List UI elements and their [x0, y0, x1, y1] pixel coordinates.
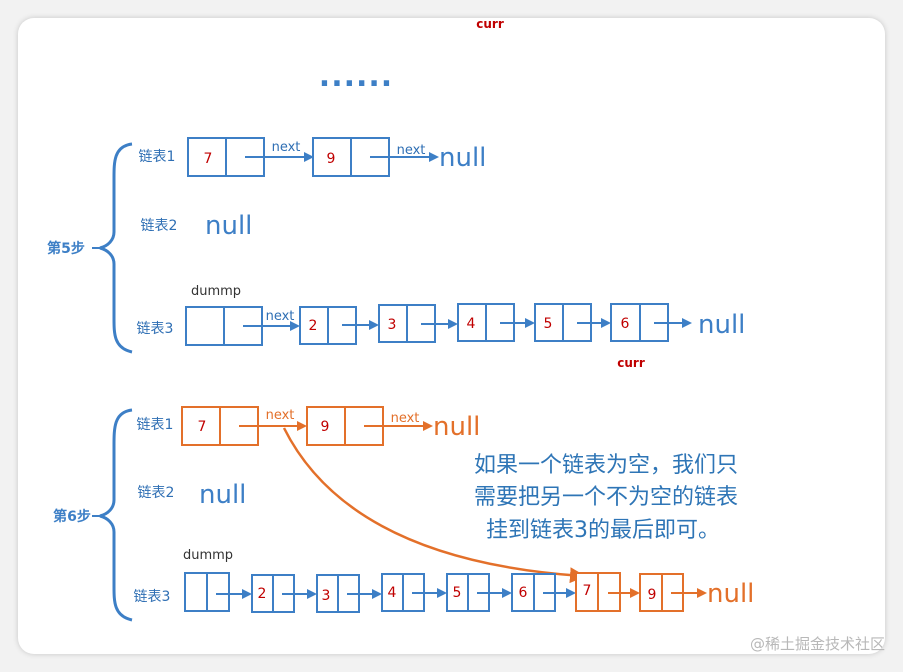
null-label: null — [433, 412, 480, 442]
step6-group: 第6步 链表1 链表2 链表3 7 next 9 next null null … — [53, 406, 754, 622]
step6-list1-label: 链表1 — [137, 417, 174, 433]
attach-curve-arrow — [282, 427, 586, 584]
step5-list3-label: 链表3 — [137, 321, 174, 337]
null-label: null — [707, 579, 754, 609]
node-value: 5 — [453, 585, 462, 601]
step6-list2-label: 链表2 — [138, 485, 175, 501]
node-value: 7 — [198, 419, 207, 435]
dummy-label: dummp — [191, 284, 241, 299]
node-value: 2 — [258, 586, 267, 602]
node-value: 3 — [322, 588, 331, 604]
node-value: 4 — [467, 316, 476, 332]
step5-group: 第5步 链表1 链表2 链表3 7 next 9 next null null … — [47, 137, 745, 370]
next-label: next — [272, 140, 301, 155]
step5-list3-node-4: 5 — [534, 303, 592, 342]
null-label: null — [439, 143, 486, 173]
top-curr-label: curr — [476, 17, 504, 31]
null-label: null — [698, 310, 745, 340]
step6-dummy-node — [184, 572, 230, 612]
step5-list2-label: 链表2 — [141, 218, 178, 234]
next-label: next — [266, 408, 295, 423]
step5-list1-label: 链表1 — [139, 149, 176, 165]
note-line-1: 如果一个链表为空，我们只 — [474, 453, 738, 478]
step6-list3-label: 链表3 — [134, 589, 171, 605]
node-value: 9 — [648, 587, 657, 603]
step6-label: 第6步 — [53, 508, 91, 525]
node-value: 3 — [388, 317, 397, 333]
node-value: 6 — [621, 316, 630, 332]
node-value: 9 — [321, 419, 330, 435]
node-value: 7 — [204, 151, 213, 167]
diagram-card — [18, 18, 885, 654]
next-label: next — [391, 411, 420, 426]
step6-brace — [99, 408, 133, 622]
next-label: next — [397, 143, 426, 158]
note-line-3: 挂到链表3的最后即可。 — [486, 518, 720, 543]
curr-label: curr — [617, 356, 645, 370]
step5-list2-null: null — [205, 211, 252, 241]
step6-list2-null: null — [199, 480, 246, 510]
node-value: 2 — [309, 318, 318, 334]
node-value: 9 — [327, 151, 336, 167]
node-value: 7 — [583, 583, 592, 599]
node-value: 5 — [544, 316, 553, 332]
next-label: next — [266, 309, 295, 324]
note-line-2: 需要把另一个不为空的链表 — [474, 485, 738, 510]
step5-label: 第5步 — [47, 240, 85, 257]
node-value: 4 — [388, 585, 397, 601]
node-value: 6 — [519, 585, 528, 601]
ellipsis-dots: ...... — [319, 59, 393, 94]
step5-brace — [99, 142, 133, 354]
watermark: @稀土掘金技术社区 — [749, 635, 885, 653]
dummy-label: dummp — [183, 548, 233, 563]
